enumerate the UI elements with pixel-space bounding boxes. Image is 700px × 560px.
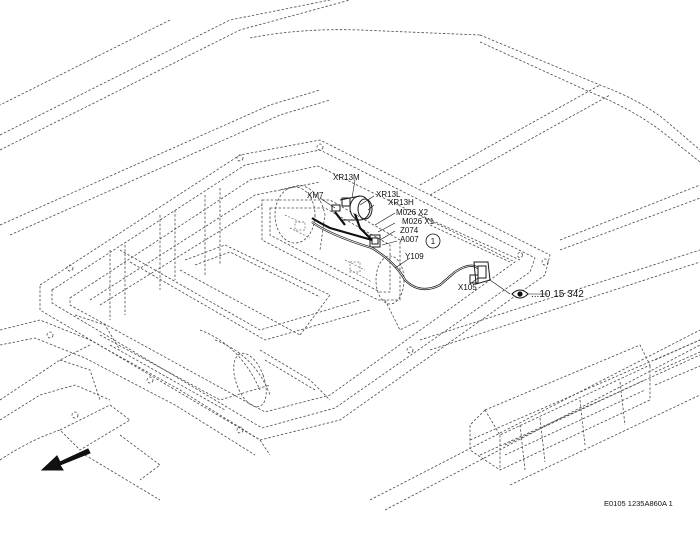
label-x105: X105	[458, 283, 477, 292]
label-z074: Z074	[400, 226, 419, 235]
control-unit	[261, 199, 401, 301]
reference-number: ...10 15 342	[531, 289, 584, 300]
label-xr13l: XR13L	[376, 190, 401, 199]
label-m026-x1: M026 X1	[402, 217, 435, 226]
wiring-harness	[311, 211, 491, 291]
label-xr13h: XR13H	[388, 198, 414, 207]
view-eye-icon	[511, 289, 529, 299]
callout-labels: XR13M XM7 XR13L XR13H M026 X2 M026 X1 Z0…	[307, 173, 477, 292]
label-a007: A007	[400, 235, 419, 244]
side-rail	[469, 339, 700, 486]
marker-number: 1	[431, 237, 436, 246]
position-marker: 1	[425, 233, 441, 249]
front-lower-structure	[0, 319, 271, 501]
label-xm7: XM7	[307, 191, 324, 200]
leader-lines	[319, 179, 548, 295]
motor-assembly	[331, 195, 381, 248]
label-xr13m: XR13M	[333, 173, 360, 182]
label-y109: Y109	[405, 252, 424, 261]
figure-code: E0105 1235A860A 1	[604, 499, 673, 508]
label-m026-x2: M026 X2	[396, 208, 429, 217]
body-outline	[0, 0, 700, 511]
direction-arrow-icon	[40, 448, 91, 471]
